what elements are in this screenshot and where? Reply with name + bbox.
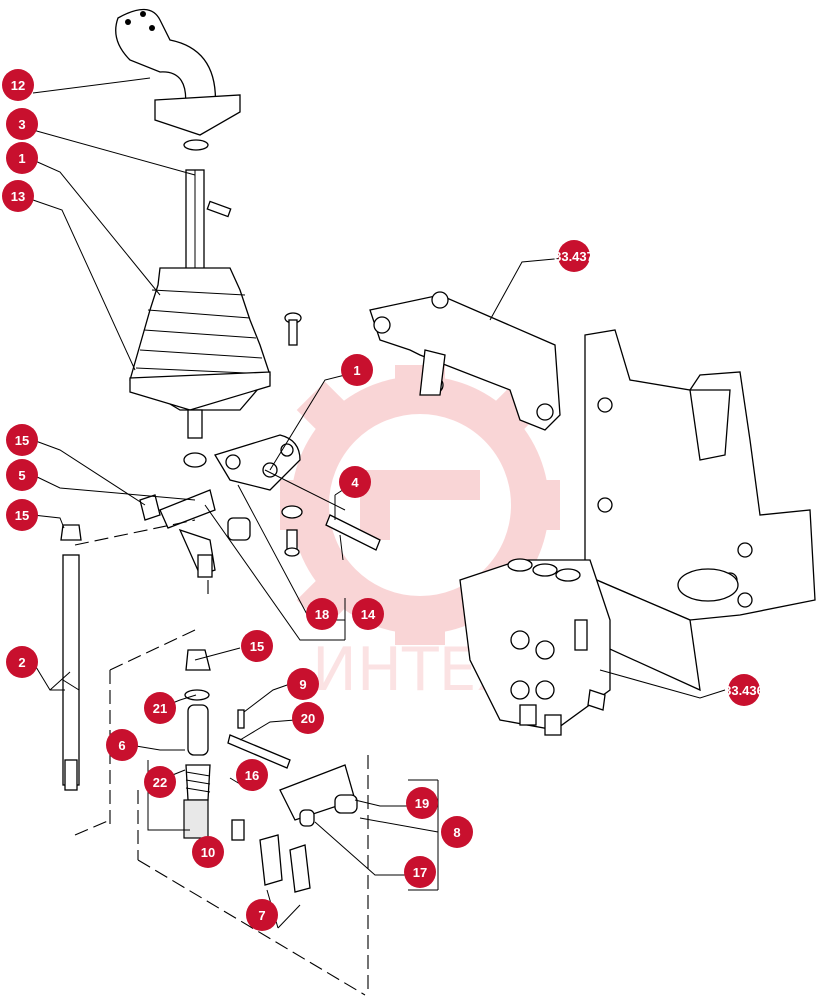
linkage-parts <box>139 489 251 578</box>
callout-9[interactable]: 9 <box>287 668 319 700</box>
callout-16[interactable]: 16 <box>236 759 268 791</box>
svg-text:9: 9 <box>299 677 306 692</box>
svg-text:21: 21 <box>153 701 167 716</box>
svg-text:4: 4 <box>351 475 359 490</box>
svg-text:1: 1 <box>18 151 25 166</box>
svg-text:20: 20 <box>301 711 315 726</box>
leader-lines <box>32 77 726 929</box>
svg-text:7: 7 <box>258 908 265 923</box>
valve-lower-parts <box>183 649 358 893</box>
tie-rod <box>60 524 82 791</box>
svg-text:18: 18 <box>315 607 329 622</box>
svg-text:12: 12 <box>11 78 25 93</box>
callout-4[interactable]: 4 <box>339 466 371 498</box>
lever-bracket <box>214 434 346 557</box>
callout-12[interactable]: 12 <box>2 69 34 101</box>
svg-text:8: 8 <box>453 825 460 840</box>
svg-text:1: 1 <box>353 363 360 378</box>
callout-5[interactable]: 5 <box>6 459 38 491</box>
callout-15-top[interactable]: 15 <box>6 424 38 456</box>
screw-part <box>284 312 302 346</box>
svg-text:22: 22 <box>153 775 167 790</box>
callout-17[interactable]: 17 <box>404 856 436 888</box>
svg-text:16: 16 <box>245 768 259 783</box>
svg-text:19: 19 <box>415 796 429 811</box>
svg-text:10: 10 <box>201 845 215 860</box>
pin-part <box>325 495 381 561</box>
svg-text:15: 15 <box>15 433 29 448</box>
valve-mounting-plate <box>584 329 816 692</box>
callout-20[interactable]: 20 <box>292 702 324 734</box>
callout-15-mid[interactable]: 15 <box>6 499 38 531</box>
svg-text:17: 17 <box>413 865 427 880</box>
reference-callout-33-437[interactable]: 33.437 <box>554 240 594 272</box>
callout-18[interactable]: 18 <box>306 598 338 630</box>
svg-text:33.437: 33.437 <box>554 249 594 264</box>
svg-text:2: 2 <box>18 655 25 670</box>
reference-callout-33-436[interactable]: 33.436 <box>724 674 764 706</box>
callout-6[interactable]: 6 <box>106 729 138 761</box>
callout-22[interactable]: 22 <box>144 766 176 798</box>
joystick-handle <box>115 8 241 151</box>
callout-2[interactable]: 2 <box>6 646 38 678</box>
svg-text:33.436: 33.436 <box>724 683 764 698</box>
svg-text:13: 13 <box>11 189 25 204</box>
callout-7[interactable]: 7 <box>246 899 278 931</box>
callout-10[interactable]: 10 <box>192 836 224 868</box>
callout-14[interactable]: 14 <box>352 598 384 630</box>
svg-text:15: 15 <box>15 508 29 523</box>
callout-8[interactable]: 8 <box>441 816 473 848</box>
svg-text:14: 14 <box>361 607 376 622</box>
callout-1-bracket[interactable]: 1 <box>341 354 373 386</box>
callout-1-top[interactable]: 1 <box>6 142 38 174</box>
lever-rod-and-boot <box>129 169 271 468</box>
callout-13[interactable]: 13 <box>2 180 34 212</box>
control-valve-block <box>459 558 611 736</box>
mounting-bracket <box>369 291 561 431</box>
callout-3[interactable]: 3 <box>6 108 38 140</box>
svg-text:3: 3 <box>18 117 25 132</box>
callout-21[interactable]: 21 <box>144 692 176 724</box>
callout-19[interactable]: 19 <box>406 787 438 819</box>
svg-text:15: 15 <box>250 639 264 654</box>
callout-15-low[interactable]: 15 <box>241 630 273 662</box>
svg-text:6: 6 <box>118 738 125 753</box>
svg-text:5: 5 <box>18 468 25 483</box>
